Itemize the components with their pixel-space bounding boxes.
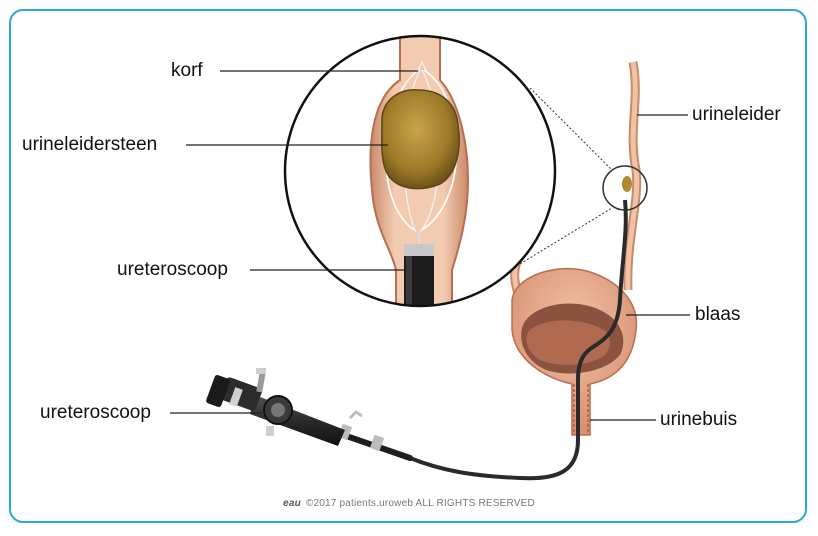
copyright-text: ©2017 patients.uroweb ALL RIGHTS RESERVE… [306, 498, 535, 509]
label-blaas: blaas [695, 304, 740, 326]
eau-logo: eau [283, 498, 301, 509]
ureter-right [628, 62, 637, 290]
label-ureteroscoop-device: ureteroscoop [40, 402, 151, 424]
small-stone [622, 176, 632, 192]
label-urineleider: urineleider [692, 104, 781, 126]
label-ureteroscoop-zoom: ureteroscoop [117, 259, 228, 281]
label-urinebuis: urinebuis [660, 409, 737, 431]
stone-large [382, 90, 459, 189]
label-korf: korf [171, 60, 203, 82]
label-urineleidersteen: urineleidersteen [22, 134, 157, 156]
copyright-credit: eau ©2017 patients.uroweb ALL RIGHTS RES… [0, 498, 818, 509]
bladder [512, 269, 636, 435]
